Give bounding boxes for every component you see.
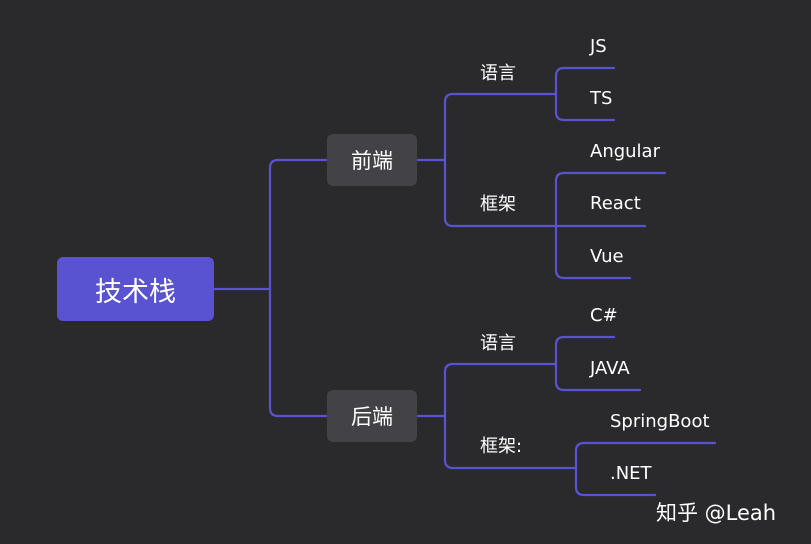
connector-frontend-framework — [443, 158, 558, 228]
leaf-java[interactable]: JAVA — [590, 358, 630, 379]
connector-frontend-language — [443, 92, 558, 162]
frontend-framework-node[interactable]: 框架 — [480, 194, 516, 215]
connector-fe-lang-js — [554, 66, 616, 96]
root-node[interactable]: 技术栈 — [57, 257, 214, 321]
connector-root-backend — [268, 287, 329, 418]
connector-backend-language — [443, 362, 558, 418]
connector-be-lang-csharp — [554, 335, 616, 366]
backend-language-node[interactable]: 语言 — [480, 333, 516, 354]
leaf-angular[interactable]: Angular — [590, 141, 660, 162]
connector-fe-fw-angular — [554, 171, 667, 228]
branch-frontend[interactable]: 前端 — [327, 134, 417, 186]
watermark: 知乎 @Leah — [656, 501, 777, 525]
leaf-dotnet[interactable]: .NET — [610, 463, 652, 484]
leaf-react[interactable]: React — [590, 193, 641, 214]
connector-backend-framework — [443, 414, 578, 470]
frontend-language-node[interactable]: 语言 — [480, 63, 516, 84]
leaf-springboot[interactable]: SpringBoot — [610, 411, 710, 432]
leaf-js[interactable]: JS — [590, 36, 607, 57]
connector-fe-fw-vue — [554, 224, 632, 280]
leaf-csharp[interactable]: C# — [590, 305, 618, 326]
connector-be-fw-dotnet — [574, 466, 657, 497]
connector-fe-lang-ts — [554, 92, 616, 122]
leaf-ts[interactable]: TS — [590, 88, 613, 109]
connector-be-lang-java — [554, 362, 642, 392]
connector-root-frontend — [268, 158, 329, 291]
leaf-vue[interactable]: Vue — [590, 246, 624, 267]
backend-framework-node[interactable]: 框架: — [480, 436, 523, 457]
branch-backend[interactable]: 后端 — [327, 390, 417, 442]
connector-be-fw-springboot — [574, 441, 717, 470]
